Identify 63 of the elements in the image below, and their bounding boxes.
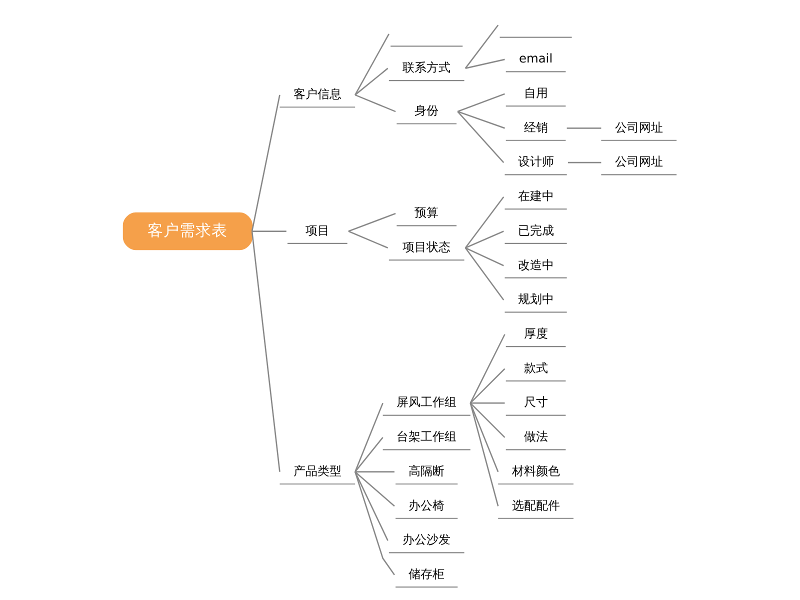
connector [251,94,280,232]
node-text: 项目 [305,223,330,238]
node-bar [500,36,572,38]
node-text: 做法 [524,430,548,444]
node-text: 规划中 [518,292,554,306]
connector [354,402,384,472]
connector [251,231,280,472]
connector [457,110,505,129]
node-box: 客户需求表 [122,212,253,250]
connector [465,58,505,69]
node-text: 联系方式 [402,60,451,74]
connector [354,437,384,472]
connector [470,402,506,438]
connector [470,334,506,404]
node-text: 设计师 [518,154,554,169]
node-text: 自用 [524,86,548,100]
node-text: 已完成 [518,223,554,238]
node-text: 高隔断 [408,464,445,478]
node-text: 屏风工作组 [396,395,457,410]
node-text: 产品类型 [293,464,342,478]
node-text: 客户信息 [293,87,342,102]
node-text: 身份 [414,104,439,118]
node-text: 款式 [524,360,548,375]
connector [470,402,499,506]
connector [465,230,504,249]
node-text: 尺寸 [524,395,548,410]
node-text: 办公沙发 [402,532,451,547]
node-text: 在建中 [518,189,554,204]
node-text: 材料颜色 [512,464,560,478]
connector [252,230,286,232]
connector [348,230,388,249]
node-text: 储存柜 [408,567,445,582]
connector [457,111,504,163]
node-text: 厚度 [524,326,548,340]
node-text: 预算 [414,206,439,220]
node-text: 台架工作组 [396,430,457,444]
connector [354,472,395,576]
connector [470,402,499,472]
connector [464,248,504,300]
node-text: 公司网址 [614,120,663,134]
connector [568,162,602,164]
connector [465,247,504,266]
connector [470,402,505,404]
connector [354,68,388,96]
connector [457,93,505,112]
node-bar [390,46,463,47]
connector [355,471,394,472]
connector [354,472,388,541]
connector [354,34,390,96]
node-text: 公司网址 [614,154,663,169]
connector [566,128,602,129]
connector [470,368,506,404]
connector [354,94,396,112]
connector [348,212,396,232]
connector [464,24,499,69]
connector [464,196,504,248]
node-text: email [518,52,553,66]
node-text: 办公椅 [408,498,445,512]
connector [354,471,395,507]
node-text: 改造中 [518,258,554,272]
node-text: 选配配件 [512,498,560,512]
node-text: 经销 [524,120,548,134]
node-text: 项目状态 [402,240,451,254]
